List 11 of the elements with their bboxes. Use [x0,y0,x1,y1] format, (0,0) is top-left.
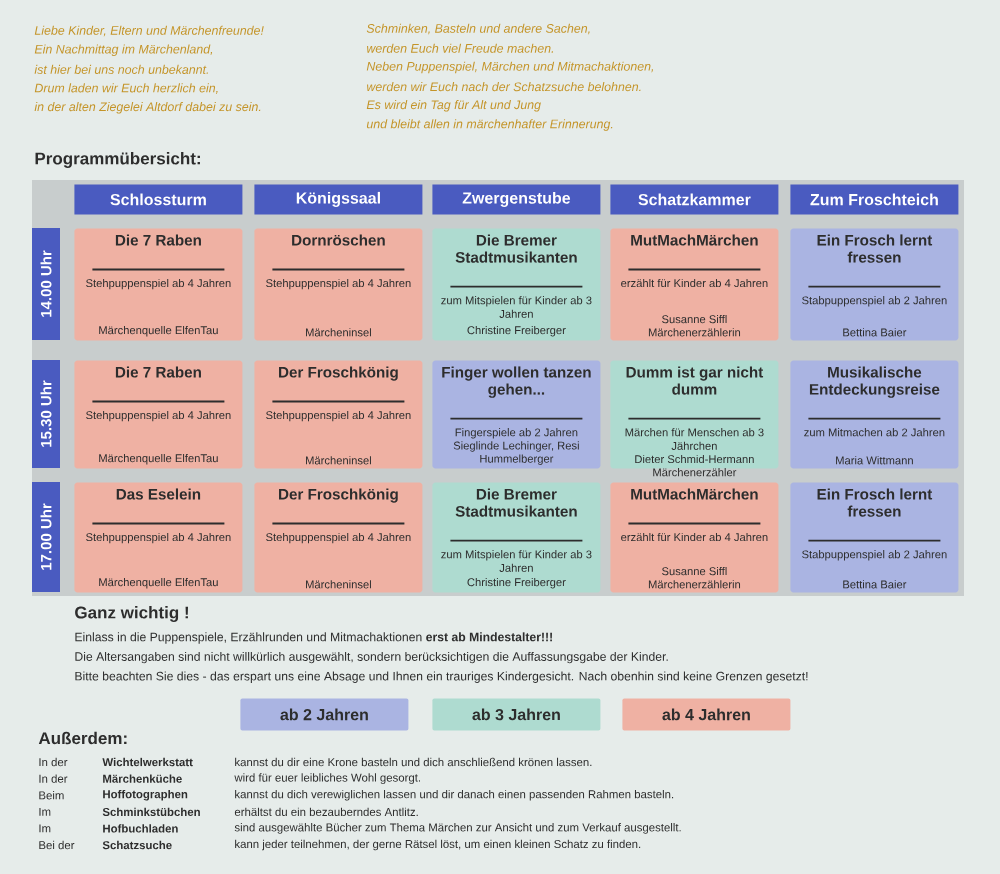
column-header: Schatzkammer [610,184,779,215]
section-heading: Ganz wichtig ! [75,606,188,622]
age-legend-box: ab 4 Jahren [622,698,791,731]
column-header: Schlossturm [74,184,243,215]
column-header: Zwergenstube [432,184,601,215]
age-legend-box: ab 3 Jahren [432,698,601,731]
age-legend-box: ab 2 Jahren [240,698,409,731]
section-heading: Außerdem: [38,731,127,745]
section-heading: Programmübersicht: [35,152,200,168]
column-header: Königssaal [254,184,423,215]
column-header: Zum Froschteich [790,184,959,215]
